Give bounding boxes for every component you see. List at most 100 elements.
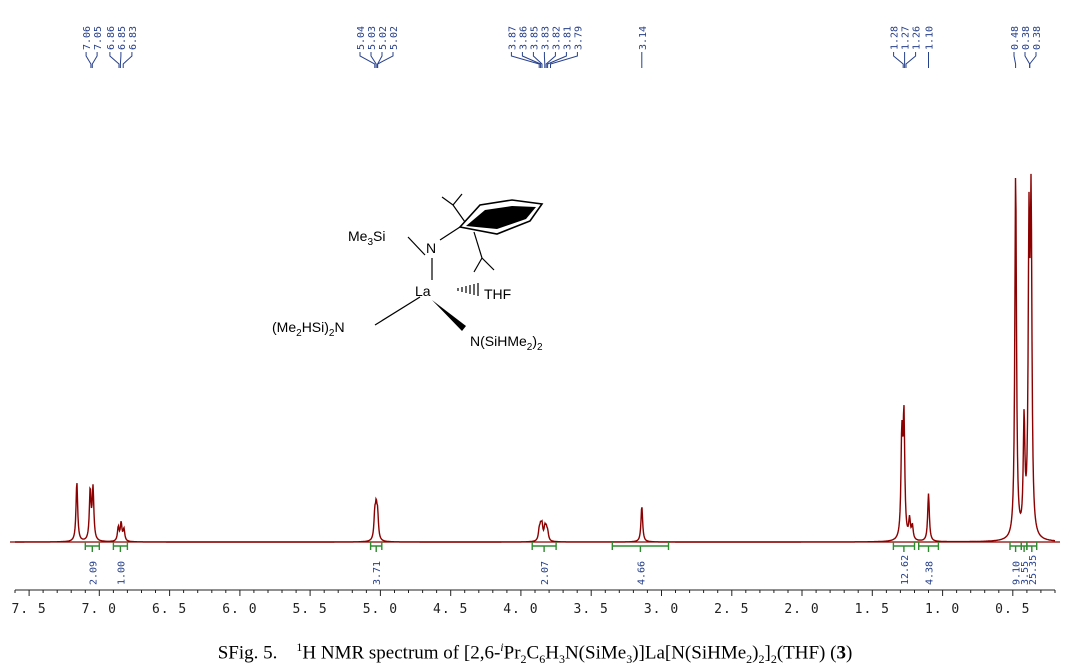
caption-text: Pr: [503, 642, 521, 664]
integration-bracket: [1020, 542, 1028, 552]
x-tick-label: 4. 5: [433, 602, 468, 617]
x-tick-label: 4. 0: [503, 602, 538, 617]
integration-bracket: [611, 542, 670, 552]
right-amide-label: N(SiHMe2)2: [470, 333, 543, 353]
ipr-bottom-me2: [481, 257, 495, 271]
ipr-top-me2: [452, 193, 463, 206]
caption-prefix: SFig. 5.: [217, 642, 278, 664]
caption-sub: 6: [539, 652, 546, 667]
peak-tie-line: [119, 52, 122, 68]
integration-value: 2.07: [540, 561, 551, 585]
peak-shift-label: 1.10: [925, 26, 936, 50]
peak-tie-line: [532, 52, 543, 68]
peak-tie-line: [370, 52, 377, 68]
aryl-ring-outline: [458, 199, 544, 235]
integration-value: 4.38: [925, 561, 936, 585]
caption-sup: i: [500, 640, 504, 654]
peak-shift-label: 5.02: [389, 26, 400, 50]
caption-text: C: [526, 642, 540, 664]
aryl-n-label: N: [426, 240, 436, 256]
x-tick-label: 7. 0: [82, 602, 117, 617]
wedge-bond-right-amide: [432, 300, 466, 331]
x-tick-label: 1. 5: [855, 602, 890, 617]
me3si-label: Me3Si: [348, 228, 385, 248]
caption-text: )]La[N(SiHMe: [632, 642, 747, 664]
peak-shift-label: 6.85: [117, 26, 128, 50]
peak-tie-line: [1029, 52, 1037, 68]
spectrum-layer: [10, 173, 1060, 543]
bond-la-left-amide: [374, 296, 421, 326]
integration-value: 3.55: [1020, 561, 1031, 585]
peak-shift-label: 6.86: [106, 26, 117, 50]
peak-shift-label: 3.86: [518, 26, 529, 50]
integration-value: 2.09: [88, 561, 99, 585]
caption-text: ]: [764, 642, 771, 664]
caption-text: ): [845, 642, 853, 664]
figure-caption: SFig. 5. 1H NMR spectrum of [2,6-iPr2C6H…: [0, 640, 1070, 667]
x-tick-label: 1. 0: [925, 602, 960, 617]
spectrum-series-line: [15, 173, 1055, 543]
x-tick-label: 5. 5: [292, 602, 327, 617]
peak-tie-line: [1024, 52, 1031, 68]
left-amide-label: (Me2HSi)2N: [272, 319, 345, 339]
peak-shift-label: 3.85: [529, 26, 540, 50]
integration-value: 12.62: [900, 555, 911, 585]
integration-value: 25.35: [1028, 555, 1039, 585]
peak-tie-line: [377, 52, 394, 68]
peak-shift-label: 3.83: [540, 26, 551, 50]
bond-si-n: [407, 236, 426, 256]
thf-label: THF: [484, 286, 511, 302]
x-tick-label: 7. 5: [11, 602, 46, 617]
peak-tie-line: [550, 52, 578, 68]
caption-text: H NMR spectrum of [2,6-: [302, 642, 501, 664]
integration-value: 4.66: [636, 561, 647, 585]
caption-sub: 2: [758, 652, 765, 667]
peak-shift-label: 3.81: [562, 26, 573, 50]
la-label: La: [415, 283, 431, 299]
peak-tie-line: [359, 52, 376, 68]
peak-shift-label: 6.83: [128, 26, 139, 50]
peak-shift-label: 3.14: [638, 26, 649, 50]
caption-sub: 3: [558, 652, 565, 667]
integration-bracket: [892, 542, 916, 552]
peak-shift-label: 1.26: [912, 26, 923, 50]
x-tick-label: 5. 0: [363, 602, 398, 617]
chemical-structure: Me3Si N La THF (Me2HSi)2N N(SiHMe2)2: [272, 193, 544, 353]
integration-bracket: [531, 542, 557, 552]
peak-shift-label: 0.38: [1021, 26, 1032, 50]
peak-tie-line: [377, 52, 383, 68]
caption-text: (THF) (: [776, 642, 837, 664]
caption-sub: 2: [520, 652, 527, 667]
peak-tie-line: [85, 52, 92, 68]
peak-shift-label: 0.48: [1010, 26, 1021, 50]
integration-bracket: [918, 542, 940, 552]
ipr-top-bond: [452, 204, 466, 223]
caption-sub: 3: [626, 652, 633, 667]
x-tick-label: 6. 0: [222, 602, 257, 617]
ipr-top-me1: [441, 196, 454, 206]
peak-tie-line: [521, 52, 542, 68]
ipr-bottom-bond: [473, 231, 483, 259]
x-tick-label: 2. 0: [784, 602, 819, 617]
integration-bracket: [1026, 542, 1038, 552]
peak-tie-line: [109, 52, 120, 68]
integration-bracket: [1009, 542, 1022, 552]
peak-shift-label: 7.06: [82, 26, 93, 50]
peak-shift-label: 5.02: [378, 26, 389, 50]
integration-bracket: [84, 542, 100, 552]
peak-shift-label: 5.04: [356, 26, 367, 50]
caption-sub: 2: [770, 652, 777, 667]
peak-shift-label: 3.82: [551, 26, 562, 50]
caption-sub: 2: [746, 652, 753, 667]
x-tick-label: 3. 5: [574, 602, 609, 617]
peak-shift-label: 3.87: [507, 26, 518, 50]
peak-shift-label: 3.79: [573, 26, 584, 50]
aryl-ring-shade: [466, 206, 536, 229]
peak-shift-label: 1.28: [890, 26, 901, 50]
peak-tie-line: [510, 52, 540, 68]
peak-shift-label: 5.03: [367, 26, 378, 50]
